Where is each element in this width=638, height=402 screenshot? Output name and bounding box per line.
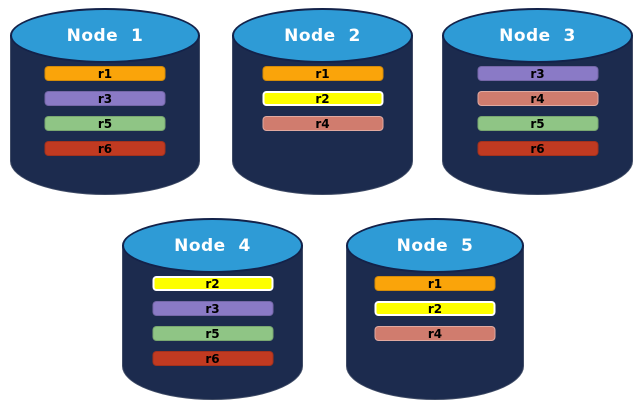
replica-bar: r4 [374,326,496,341]
replica-list: r2 r3 r5 r6 [152,276,273,366]
replica-list: r3 r4 r5 r6 [477,66,598,156]
node-label: Node 1 [66,25,144,46]
replica-bar: r5 [152,326,273,341]
replica-bar: r6 [44,141,166,156]
replica-bar: r2 [374,301,496,316]
cylinder-top-ellipse: Node 5 [346,218,524,273]
replica-bar: r1 [44,66,166,81]
replica-bar: r4 [262,116,383,131]
replica-bar: r5 [44,116,166,131]
replica-bar: r5 [477,116,598,131]
node-label: Node 2 [284,25,361,46]
database-node: Node 3 r3 r4 r5 r6 [442,8,633,195]
replica-bar: r3 [44,91,166,106]
replica-bar: r3 [152,301,273,316]
replica-bar: r2 [152,276,273,291]
replica-bar: r2 [262,91,383,106]
replica-list: r1 r2 r4 [374,276,496,341]
database-node: Node 4 r2 r3 r5 r6 [122,218,303,400]
node-label: Node 3 [499,25,576,46]
cylinder-top-ellipse: Node 1 [10,8,200,63]
replica-list: r1 r3 r5 r6 [44,66,166,156]
replica-bar: r3 [477,66,598,81]
node-label: Node 5 [396,235,474,256]
cylinder-top-ellipse: Node 4 [122,218,303,273]
node-label: Node 4 [174,235,251,256]
database-node: Node 5 r1 r2 r4 [346,218,524,400]
database-node: Node 1 r1 r3 r5 r6 [10,8,200,195]
cylinder-top-ellipse: Node 3 [442,8,633,63]
cylinder-top-ellipse: Node 2 [232,8,413,63]
replica-bar: r4 [477,91,598,106]
replica-bar: r6 [152,351,273,366]
replica-bar: r1 [374,276,496,291]
replica-bar: r6 [477,141,598,156]
replica-bar: r1 [262,66,383,81]
database-node: Node 2 r1 r2 r4 [232,8,413,195]
replica-list: r1 r2 r4 [262,66,383,131]
